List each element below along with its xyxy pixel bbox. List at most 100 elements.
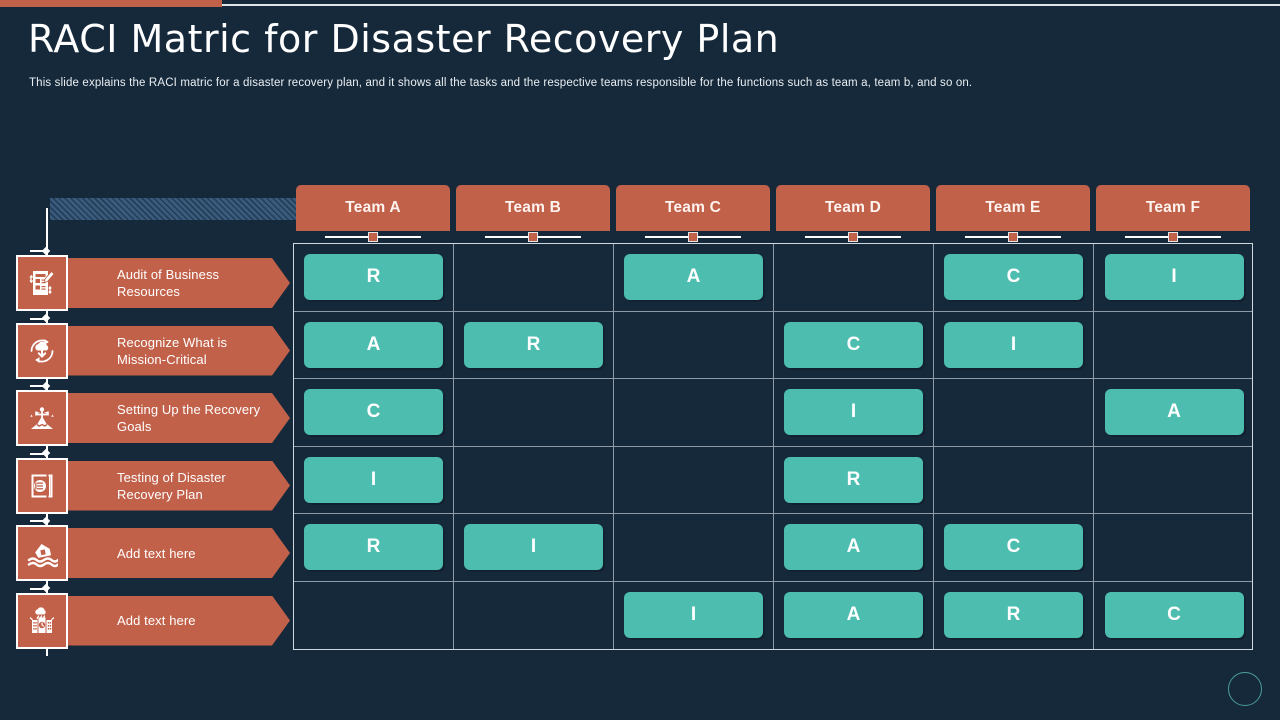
task-connector-line bbox=[30, 317, 46, 320]
task-row[interactable]: Setting Up the Recovery Goals bbox=[16, 381, 296, 453]
page-subtitle: This slide explains the RACI matric for … bbox=[29, 77, 973, 89]
task-connector-line bbox=[30, 452, 46, 455]
matrix-column-header[interactable]: Team C bbox=[613, 185, 773, 231]
task-row[interactable]: Recognize What is Mission-Critical bbox=[16, 313, 296, 386]
raci-matrix: Team A Team B Team C Team D Team E Team … bbox=[293, 185, 1253, 650]
matrix-row: C I A bbox=[294, 379, 1252, 447]
matrix-header-decoration-row bbox=[293, 231, 1253, 243]
matrix-column-header[interactable]: Team A bbox=[293, 185, 453, 231]
matrix-cell[interactable]: C bbox=[934, 514, 1094, 581]
matrix-grid: R A C I A R C I C I A bbox=[293, 243, 1253, 650]
matrix-row: I A R C bbox=[294, 581, 1254, 650]
matrix-cell[interactable]: I bbox=[1094, 244, 1254, 311]
matrix-cell[interactable] bbox=[454, 446, 614, 513]
team-header-label: Team F bbox=[1096, 185, 1250, 231]
matrix-cell[interactable]: R bbox=[294, 514, 454, 581]
matrix-column-header[interactable]: Team F bbox=[1093, 185, 1253, 231]
matrix-cell[interactable]: A bbox=[614, 244, 774, 311]
matrix-cell[interactable] bbox=[934, 379, 1094, 446]
task-label-text: Setting Up the Recovery Goals bbox=[117, 402, 261, 434]
matrix-cell[interactable] bbox=[454, 244, 614, 311]
column-marker-icon bbox=[933, 231, 1093, 243]
raci-chip: R bbox=[304, 524, 443, 571]
task-connector-line bbox=[30, 587, 46, 590]
matrix-cell[interactable] bbox=[614, 311, 774, 378]
matrix-column-header[interactable]: Team D bbox=[773, 185, 933, 231]
task-label-chip: Audit of Business Resources bbox=[65, 258, 290, 308]
matrix-cell[interactable] bbox=[934, 446, 1094, 513]
matrix-column-header[interactable]: Team B bbox=[453, 185, 613, 231]
matrix-column-header[interactable]: Team E bbox=[933, 185, 1093, 231]
task-connector-line bbox=[30, 520, 46, 522]
matrix-cell[interactable] bbox=[614, 514, 774, 581]
column-marker-icon bbox=[453, 231, 613, 243]
matrix-cell[interactable]: I bbox=[774, 379, 934, 446]
task-row[interactable]: Add text here bbox=[16, 516, 296, 588]
matrix-cell[interactable]: R bbox=[454, 311, 614, 378]
page-title: RACI Matric for Disaster Recovery Plan bbox=[28, 17, 780, 61]
matrix-cell[interactable] bbox=[774, 244, 934, 311]
matrix-cell[interactable] bbox=[294, 581, 454, 649]
column-marker-icon bbox=[1093, 231, 1253, 243]
matrix-header-row: Team A Team B Team C Team D Team E Team … bbox=[293, 185, 1253, 231]
matrix-cell[interactable]: C bbox=[774, 311, 934, 378]
column-marker-icon bbox=[293, 231, 453, 243]
raci-chip: A bbox=[1104, 389, 1244, 436]
raci-chip: I bbox=[784, 389, 923, 436]
matrix-cell[interactable] bbox=[1094, 312, 1254, 379]
task-connector-line bbox=[30, 250, 46, 252]
matrix-cell[interactable]: R bbox=[774, 446, 934, 513]
matrix-cell[interactable]: R bbox=[294, 244, 454, 311]
raci-chip: R bbox=[304, 254, 443, 301]
task-row[interactable]: Add text here bbox=[16, 583, 296, 656]
team-header-label: Team B bbox=[456, 185, 610, 231]
storm-building-icon bbox=[16, 592, 68, 649]
team-header-label: Team A bbox=[296, 185, 450, 231]
raci-chip: R bbox=[944, 592, 1083, 639]
matrix-cell[interactable] bbox=[614, 379, 774, 446]
matrix-cell[interactable]: A bbox=[774, 581, 934, 649]
raci-chip: I bbox=[624, 592, 763, 639]
matrix-cell[interactable]: C bbox=[934, 244, 1094, 311]
matrix-cell[interactable] bbox=[454, 581, 614, 649]
corner-circle-decoration bbox=[1228, 672, 1262, 706]
raci-chip: C bbox=[944, 254, 1083, 301]
test-document-icon bbox=[16, 457, 68, 514]
matrix-cell[interactable]: A bbox=[1094, 379, 1254, 446]
hatched-connector-bar bbox=[50, 198, 296, 220]
task-label-chip: Add text here bbox=[65, 528, 290, 578]
team-header-label: Team C bbox=[616, 185, 770, 231]
raci-chip: A bbox=[784, 592, 923, 639]
matrix-cell[interactable]: C bbox=[1094, 582, 1254, 650]
matrix-cell[interactable]: I bbox=[934, 311, 1094, 378]
top-accent-bar-white bbox=[222, 4, 1280, 6]
matrix-cell[interactable]: I bbox=[614, 581, 774, 649]
matrix-cell[interactable]: A bbox=[774, 514, 934, 581]
matrix-cell[interactable]: I bbox=[454, 514, 614, 581]
matrix-cell[interactable]: C bbox=[294, 379, 454, 446]
raci-chip: C bbox=[304, 389, 443, 436]
raci-chip: I bbox=[304, 456, 443, 503]
raci-chip: A bbox=[784, 524, 923, 571]
raci-chip: A bbox=[624, 254, 763, 301]
task-label-chip: Setting Up the Recovery Goals bbox=[65, 393, 290, 443]
matrix-cell[interactable] bbox=[614, 446, 774, 513]
raci-chip: C bbox=[784, 321, 923, 368]
task-label-text: Add text here bbox=[117, 613, 196, 628]
raci-chip: I bbox=[944, 321, 1083, 368]
task-connector-line bbox=[30, 385, 46, 387]
task-label-text: Recognize What is Mission-Critical bbox=[117, 334, 228, 367]
task-row[interactable]: Testing of Disaster Recovery Plan bbox=[16, 448, 296, 521]
matrix-cell[interactable] bbox=[1094, 514, 1254, 581]
matrix-cell[interactable] bbox=[1094, 447, 1254, 514]
team-header-label: Team D bbox=[776, 185, 930, 231]
matrix-cell[interactable] bbox=[454, 379, 614, 446]
flood-house-icon bbox=[16, 525, 68, 581]
team-header-label: Team E bbox=[936, 185, 1090, 231]
matrix-cell[interactable]: I bbox=[294, 446, 454, 513]
task-label-text: Testing of Disaster Recovery Plan bbox=[117, 469, 226, 502]
matrix-cell[interactable]: R bbox=[934, 581, 1094, 649]
matrix-cell[interactable]: A bbox=[294, 311, 454, 378]
task-row[interactable]: Audit of Business Resources bbox=[16, 246, 296, 318]
